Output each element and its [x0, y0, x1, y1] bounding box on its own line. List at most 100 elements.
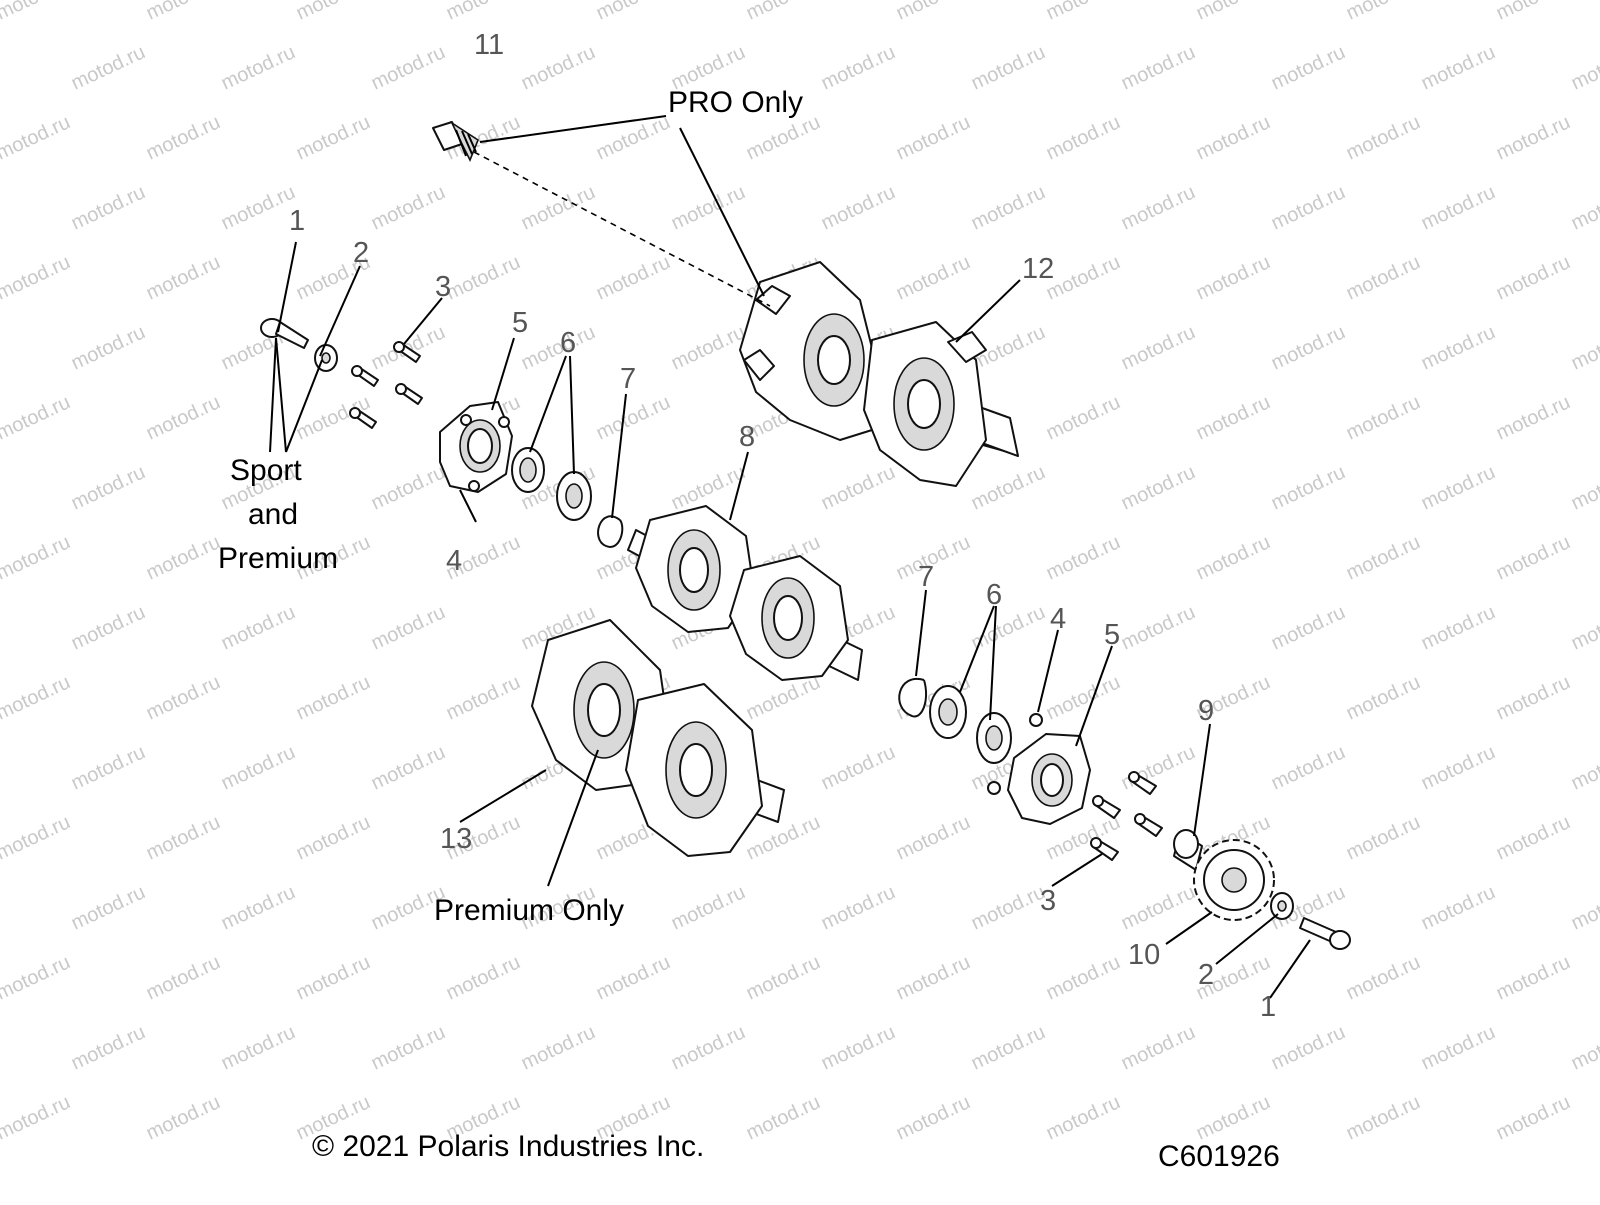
- watermark-text: motod.ru: [1118, 881, 1199, 934]
- watermark-text: motod.ru: [593, 951, 674, 1004]
- watermark-text: motod.ru: [893, 111, 974, 164]
- watermark-text: motod.ru: [368, 1021, 449, 1074]
- watermark-text: motod.ru: [968, 41, 1049, 94]
- watermark-text: motod.ru: [68, 741, 149, 794]
- watermark-text: motod.ru: [1418, 1021, 1499, 1074]
- watermark-text: motod.ru: [1193, 111, 1274, 164]
- callout-9: 9: [1198, 695, 1214, 727]
- watermark-text: motod.ru: [818, 181, 899, 234]
- watermark-text: motod.ru: [443, 951, 524, 1004]
- callout-3-top: 3: [435, 271, 451, 303]
- part-9-spacer: [1173, 829, 1203, 871]
- watermark-text: motod.ru: [143, 251, 224, 304]
- callout-12: 12: [1022, 253, 1054, 285]
- watermark-text: motod.ru: [1568, 321, 1600, 374]
- watermark-text: motod.ru: [1493, 111, 1574, 164]
- watermark-text: motod.ru: [1118, 181, 1199, 234]
- footer: © 2021 Polaris Industries Inc. C601926: [312, 1130, 1280, 1173]
- watermark-text: motod.ru: [68, 181, 149, 234]
- part-3-bolts-bottom: [1090, 771, 1163, 861]
- part-1-bolt-bottom: [1299, 917, 1351, 950]
- watermark-text: motod.ru: [218, 1021, 299, 1074]
- watermark-text: motod.ru: [1268, 41, 1349, 94]
- watermark-text: motod.ru: [1118, 41, 1199, 94]
- watermark-text: motod.ru: [1493, 251, 1574, 304]
- watermark-text: motod.ru: [518, 1021, 599, 1074]
- watermark-text: motod.ru: [1493, 811, 1574, 864]
- watermark-text: motod.ru: [293, 111, 374, 164]
- watermark-text: motod.ru: [1418, 461, 1499, 514]
- watermark-text: motod.ru: [893, 251, 974, 304]
- watermark-text: motod.ru: [1118, 741, 1199, 794]
- watermark-text: motod.ru: [368, 601, 449, 654]
- watermark-text: motod.ru: [293, 951, 374, 1004]
- part-7-snap-ring-bottom: [898, 677, 928, 718]
- watermark-text: motod.ru: [668, 1021, 749, 1074]
- watermark-text: motod.ru: [743, 951, 824, 1004]
- part-5-flange-bottom: [1007, 733, 1091, 825]
- watermark-text: motod.ru: [1493, 671, 1574, 724]
- watermark-text: motod.ru: [518, 181, 599, 234]
- watermark-text: motod.ru: [818, 881, 899, 934]
- watermark-text: motod.ru: [1343, 251, 1424, 304]
- watermark-text: motod.ru: [518, 321, 599, 374]
- watermark-text: motod.ru: [1493, 1091, 1574, 1144]
- watermark-text: motod.ru: [893, 811, 974, 864]
- watermark-text: motod.ru: [1568, 41, 1600, 94]
- watermark-text: motod.ru: [968, 181, 1049, 234]
- callout-numbers: 11 1 2 3 5 6 7 8 12 4 13 7 6 4 5 9 3 10 …: [289, 29, 1276, 1023]
- watermark-text: motod.ru: [218, 881, 299, 934]
- watermark-text: motod.ru: [818, 461, 899, 514]
- watermark-text: motod.ru: [143, 811, 224, 864]
- watermark-text: motod.ru: [1418, 41, 1499, 94]
- part-2-washer-bottom: [1270, 892, 1294, 920]
- watermark-text: motod.ru: [1568, 461, 1600, 514]
- watermark-text: motod.ru: [668, 321, 749, 374]
- watermark-text: motod.ru: [1118, 461, 1199, 514]
- watermark-text: motod.ru: [1418, 601, 1499, 654]
- watermark-text: motod.ru: [0, 251, 74, 304]
- watermark-text: motod.ru: [743, 811, 824, 864]
- watermark-text: motod.ru: [1493, 391, 1574, 444]
- watermark-text: motod.ru: [1193, 0, 1274, 25]
- callout-10: 10: [1128, 939, 1160, 971]
- part-11-bolt: [432, 120, 479, 162]
- watermark-text: motod.ru: [143, 111, 224, 164]
- watermark-text: motod.ru: [1343, 0, 1424, 25]
- watermark-text: motod.ru: [443, 251, 524, 304]
- part-5-flange-top: [439, 401, 513, 493]
- watermark-text: motod.ru: [0, 391, 74, 444]
- watermark-text: motod.ru: [893, 1091, 974, 1144]
- watermark-text: motod.ru: [443, 671, 524, 724]
- watermark-text: motod.ru: [0, 1091, 74, 1144]
- watermark-text: motod.ru: [68, 461, 149, 514]
- watermark-text: motod.ru: [1343, 391, 1424, 444]
- callout-6-top: 6: [560, 327, 576, 359]
- watermark-text: motod.ru: [1568, 181, 1600, 234]
- watermark-text: motod.ru: [68, 1021, 149, 1074]
- watermark-text: motod.ru: [1343, 111, 1424, 164]
- watermark-text: motod.ru: [368, 181, 449, 234]
- watermark-text: motod.ru: [818, 741, 899, 794]
- watermark-text: motod.ru: [1118, 321, 1199, 374]
- watermark-text: motod.ru: [1568, 1021, 1600, 1074]
- watermark-text: motod.ru: [1418, 181, 1499, 234]
- part-6-bearings-bottom: [929, 685, 1012, 764]
- callout-8: 8: [739, 421, 755, 453]
- watermark-text: motod.ru: [1343, 531, 1424, 584]
- watermark-text: motod.ru: [1193, 251, 1274, 304]
- watermark-text: motod.ru: [1268, 741, 1349, 794]
- watermark-text: motod.ru: [593, 391, 674, 444]
- watermark-text: motod.ru: [1268, 321, 1349, 374]
- watermark-text: motod.ru: [1568, 881, 1600, 934]
- callout-3-bottom: 3: [1040, 885, 1056, 917]
- variant-labels: PRO Only Sport and Premium Premium Only: [218, 86, 803, 927]
- callout-1-top: 1: [289, 205, 305, 237]
- leader-lines: [269, 115, 1311, 999]
- part-8-drive-shaft: [627, 505, 863, 681]
- callout-7-bottom: 7: [918, 561, 934, 593]
- watermark-text: motod.ru: [1418, 321, 1499, 374]
- watermark-text: motod.ru: [1418, 741, 1499, 794]
- watermark-text: motod.ru: [68, 881, 149, 934]
